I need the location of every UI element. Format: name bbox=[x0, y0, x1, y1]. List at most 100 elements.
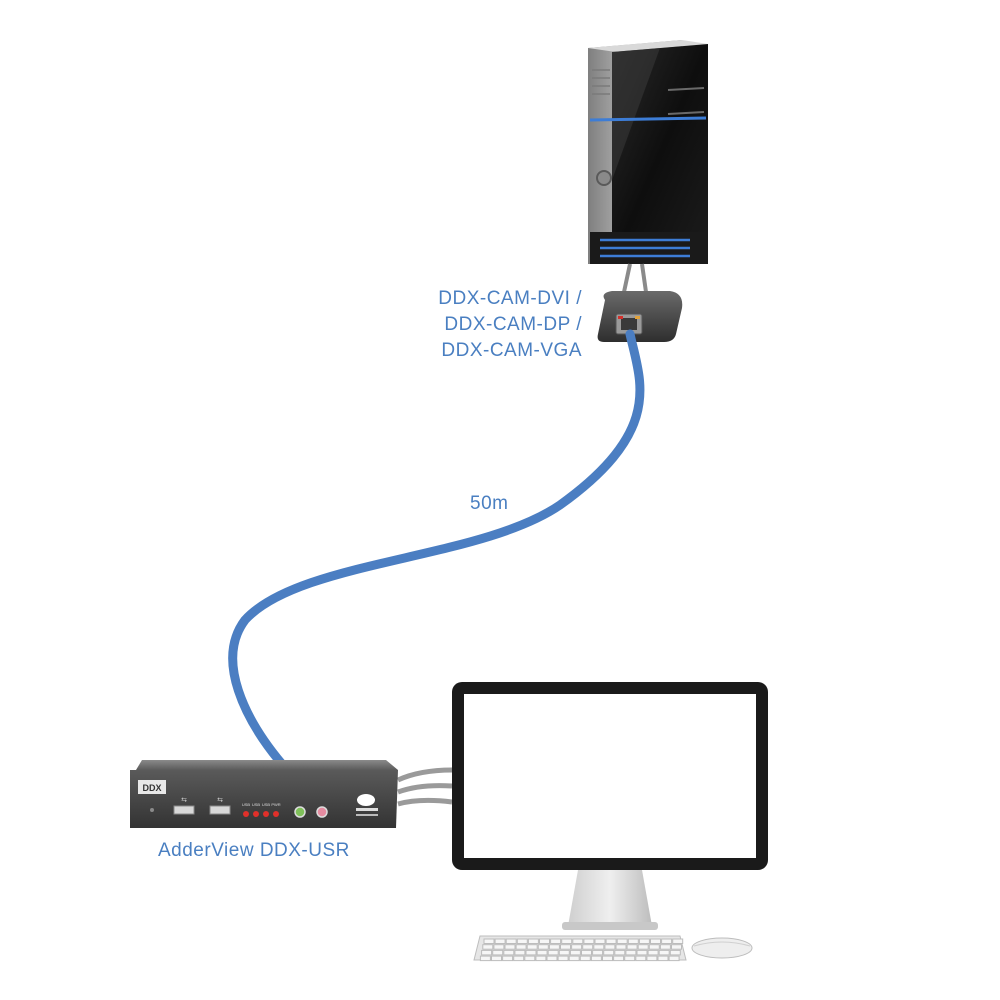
keyboard-key bbox=[572, 938, 584, 944]
keyboard-key bbox=[671, 944, 682, 950]
keyboard-key bbox=[602, 955, 613, 962]
keyboard-key bbox=[524, 955, 536, 962]
led-label: PWR bbox=[271, 802, 280, 807]
keyboard-key bbox=[516, 938, 528, 944]
keyboard-key bbox=[579, 955, 591, 962]
cam-model-labels: DDX-CAM-DVI / DDX-CAM-DP / DDX-CAM-VGA bbox=[438, 286, 582, 364]
keyboard-key bbox=[581, 949, 592, 956]
keyboard-key bbox=[661, 938, 673, 944]
keyboard-key bbox=[537, 944, 549, 950]
svg-text:⇆: ⇆ bbox=[217, 797, 223, 804]
keyboard-key bbox=[603, 949, 615, 956]
keyboard-key bbox=[493, 944, 505, 950]
keyboard-key bbox=[547, 949, 559, 956]
keyboard-key bbox=[626, 944, 638, 950]
keyboard-key bbox=[668, 955, 680, 962]
keyboard-key bbox=[590, 955, 602, 962]
keyboard-key bbox=[635, 955, 647, 962]
keyboard-key bbox=[646, 955, 658, 962]
keyboard-key bbox=[515, 944, 527, 950]
keyboard-key bbox=[492, 949, 504, 956]
mic-jack-icon bbox=[316, 806, 328, 818]
keyboard-key bbox=[569, 949, 581, 956]
keyboard-key bbox=[502, 955, 514, 962]
keyboard-key bbox=[514, 949, 526, 956]
keyboard-key bbox=[546, 955, 558, 962]
keyboard-key bbox=[658, 949, 670, 956]
keyboard-key bbox=[672, 938, 684, 944]
keyboard-key bbox=[650, 938, 661, 944]
keyboard-key bbox=[561, 938, 573, 944]
keyboard-key bbox=[560, 944, 571, 950]
keyboard-key bbox=[504, 944, 516, 950]
keyboard-key bbox=[483, 938, 495, 944]
keyboard-key bbox=[614, 949, 626, 956]
monitor-icon bbox=[452, 682, 768, 930]
keyboard-key bbox=[550, 938, 562, 944]
keyboard-key bbox=[526, 944, 538, 950]
computer-tower-icon bbox=[588, 40, 708, 264]
keyboard-key bbox=[613, 955, 625, 962]
led-label: USB bbox=[252, 802, 261, 807]
keyboard-key bbox=[616, 938, 628, 944]
keyboard-key bbox=[659, 944, 671, 950]
keyboard-key bbox=[594, 938, 606, 944]
cam-module-icon bbox=[597, 291, 683, 342]
keyboard-key bbox=[625, 949, 637, 956]
keyboard-key bbox=[525, 949, 537, 956]
keyboard-key bbox=[479, 955, 491, 962]
keyboard-key bbox=[604, 944, 616, 950]
ddx-usr-device-icon: DDX ⇆ ⇆ USB USB USB PWR bbox=[130, 760, 398, 828]
status-led-icon bbox=[243, 811, 279, 817]
keyboard-key bbox=[648, 944, 660, 950]
led-label: USB bbox=[242, 802, 251, 807]
keyboard-key bbox=[557, 955, 569, 962]
keyboard-key bbox=[627, 938, 639, 944]
keyboard-key bbox=[605, 938, 617, 944]
keyboard-key bbox=[582, 944, 594, 950]
keyboard-key bbox=[558, 949, 570, 956]
keyboard-key bbox=[513, 955, 525, 962]
cam-label-vga: DDX-CAM-VGA bbox=[441, 340, 582, 361]
usb-port-icon: ⇆ bbox=[173, 797, 195, 815]
keyboard-key bbox=[527, 938, 539, 944]
catx-cable bbox=[228, 329, 645, 769]
cable-length-label: 50m bbox=[470, 493, 509, 514]
usr-device-label: AdderView DDX-USR bbox=[158, 840, 350, 861]
audio-jack-icon bbox=[294, 806, 306, 818]
keyboard-icon bbox=[473, 935, 687, 962]
keyboard-key bbox=[482, 944, 494, 950]
adder-logo-icon bbox=[356, 794, 378, 816]
keyboard-key bbox=[592, 949, 604, 956]
mouse-icon bbox=[691, 937, 753, 959]
keyboard-key bbox=[481, 949, 493, 956]
keyboard-key bbox=[669, 949, 681, 956]
usb-port-icon: ⇆ bbox=[209, 797, 231, 815]
keyboard-key bbox=[583, 938, 595, 944]
ddx-logo: DDX bbox=[142, 783, 161, 793]
led-labels: USB USB USB PWR bbox=[242, 802, 281, 807]
keyboard-key bbox=[548, 944, 560, 950]
svg-text:⇆: ⇆ bbox=[181, 797, 187, 804]
led-label: USB bbox=[262, 802, 271, 807]
keyboard-key bbox=[494, 938, 506, 944]
keyboard-key bbox=[657, 955, 669, 962]
keyboard-key bbox=[571, 944, 583, 950]
keyboard-key bbox=[539, 938, 550, 944]
keyboard-key bbox=[647, 949, 659, 956]
monitor-cables bbox=[396, 767, 453, 807]
keyboard-key bbox=[503, 949, 515, 956]
keyboard-key bbox=[536, 949, 548, 956]
keyboard-key bbox=[638, 938, 650, 944]
keyboard-key bbox=[615, 944, 627, 950]
keyboard-key bbox=[624, 955, 636, 962]
cam-cables bbox=[622, 263, 648, 293]
keyboard-key bbox=[637, 944, 649, 950]
keyboard-key bbox=[593, 944, 605, 950]
cam-label-dvi: DDX-CAM-DVI / bbox=[438, 288, 582, 309]
keyboard-key bbox=[568, 955, 580, 962]
keyboard-key bbox=[535, 955, 547, 962]
cam-label-dp: DDX-CAM-DP / bbox=[444, 314, 582, 335]
keyboard-key bbox=[636, 949, 648, 956]
